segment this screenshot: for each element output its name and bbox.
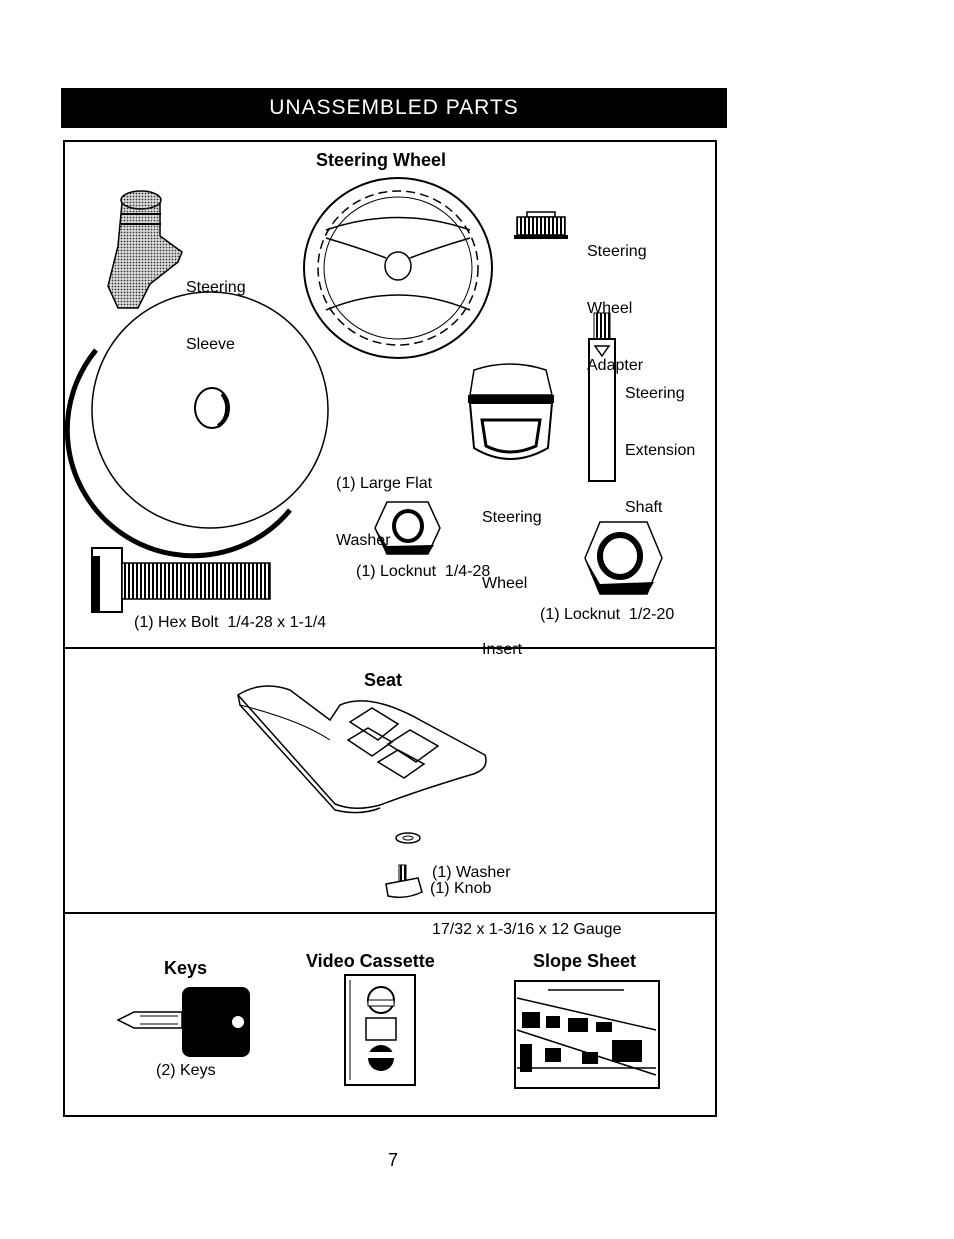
- shaft-label-line1: Steering: [625, 385, 685, 402]
- insert-label-line1: Steering: [482, 509, 542, 526]
- steering-wheel-insert-label: Steering Wheel Insert: [482, 463, 542, 683]
- washer-label-line2: Washer: [336, 532, 391, 549]
- section-banner: UNASSEMBLED PARTS: [61, 88, 727, 128]
- steering-wheel-icon: [303, 177, 493, 359]
- washer-label-line1: (1) Large Flat: [336, 475, 433, 492]
- steering-wheel-adapter-icon: [514, 211, 568, 239]
- misc-parts-panel: [63, 912, 717, 1117]
- steering-wheel-insert-icon: [468, 363, 554, 460]
- washer-qty-line: (1) Washer: [432, 864, 511, 881]
- keys-heading: Keys: [164, 958, 208, 978]
- shaft-label-line3: Shaft: [625, 499, 663, 516]
- seat-heading: Seat: [364, 670, 403, 690]
- knob-label: (1) Knob: [430, 880, 492, 897]
- keys-label: (2) Keys: [156, 1062, 216, 1079]
- slope-sheet-heading: Slope Sheet: [533, 951, 637, 971]
- washer-spec-line: 17/32 x 1-3/16 x 12 Gauge: [432, 921, 622, 938]
- washer-label: (1) Washer 17/32 x 1-3/16 x 12 Gauge: [432, 825, 621, 958]
- small-locknut-label: (1) Locknut 1/4-28: [356, 563, 491, 580]
- key-icon: [116, 987, 250, 1057]
- small-locknut-icon: [374, 501, 441, 555]
- insert-label-line2: Wheel: [482, 575, 528, 592]
- steering-sleeve-icon: [107, 190, 183, 309]
- video-cassette-icon: [344, 974, 416, 1086]
- steering-wheel-adapter-label: Steering Wheel Adapter: [587, 204, 647, 394]
- hex-bolt-label: (1) Hex Bolt 1/4-28 x 1-1/4: [134, 614, 327, 631]
- adapter-label-line2: Wheel: [587, 300, 633, 317]
- steering-sleeve-label: Steering Sleeve: [186, 240, 246, 373]
- shaft-label-line2: Extension: [625, 442, 696, 459]
- seat-icon: [236, 685, 487, 814]
- large-locknut-icon: [584, 521, 663, 595]
- knob-icon: [385, 864, 423, 899]
- adapter-label-line1: Steering: [587, 243, 647, 260]
- steering-extension-shaft-label: Steering Extension Shaft: [625, 346, 695, 536]
- large-locknut-label: (1) Locknut 1/2-20: [540, 606, 675, 623]
- banner-title: UNASSEMBLED PARTS: [269, 96, 519, 119]
- video-cassette-heading: Video Cassette: [306, 951, 435, 971]
- large-flat-washer-icon: [64, 291, 329, 559]
- insert-label-line3: Insert: [482, 641, 523, 658]
- steering-sleeve-label-line1: Steering: [186, 279, 246, 296]
- hex-bolt-icon: [91, 547, 271, 613]
- steering-extension-shaft-icon: [588, 312, 616, 482]
- steering-wheel-heading: Steering Wheel: [316, 150, 447, 170]
- page-number: 7: [388, 1150, 399, 1170]
- large-flat-washer-label: (1) Large Flat Washer: [336, 436, 432, 569]
- slope-sheet-icon: [514, 980, 660, 1089]
- small-washer-icon: [395, 832, 421, 844]
- adapter-label-line3: Adapter: [587, 357, 644, 374]
- steering-sleeve-label-line2: Sleeve: [186, 336, 235, 353]
